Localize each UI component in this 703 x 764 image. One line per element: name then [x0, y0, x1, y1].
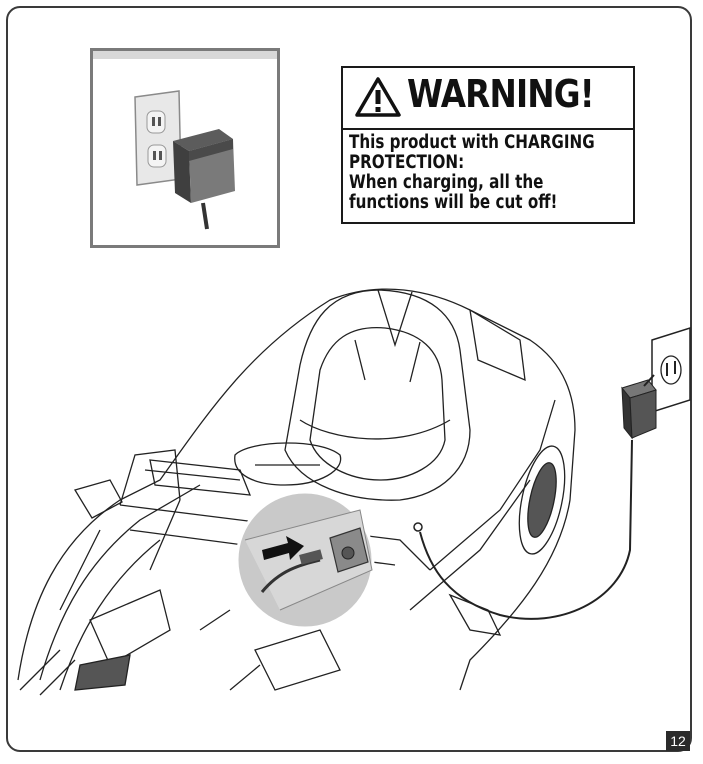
warning-line-3: When charging, all the: [349, 172, 544, 193]
warning-title: WARNING!: [407, 72, 595, 116]
warning-header: WARNING!: [343, 68, 633, 130]
wall-outlet-icon: [651, 326, 691, 414]
warning-box: WARNING! This product with CHARGING PROT…: [341, 66, 635, 224]
page-frame: [6, 6, 692, 752]
page-number: 12: [666, 731, 690, 751]
warning-text: This product with CHARGING PROTECTION: W…: [343, 130, 633, 213]
car-charging-illustration: [17, 288, 691, 696]
wall-outlet-icon: [93, 51, 277, 245]
warning-line-1: This product with CHARGING: [349, 132, 595, 153]
insert-arrow-icon: [262, 536, 304, 560]
warning-triangle-icon: [355, 77, 401, 117]
warning-line-2: PROTECTION:: [349, 152, 465, 173]
charger-photo: [90, 48, 280, 248]
warning-line-4: functions will be cut off!: [349, 192, 558, 213]
charger-adapter-icon: [621, 374, 657, 440]
charging-port-closeup: [235, 490, 375, 630]
charger-adapter-icon: [173, 129, 235, 230]
